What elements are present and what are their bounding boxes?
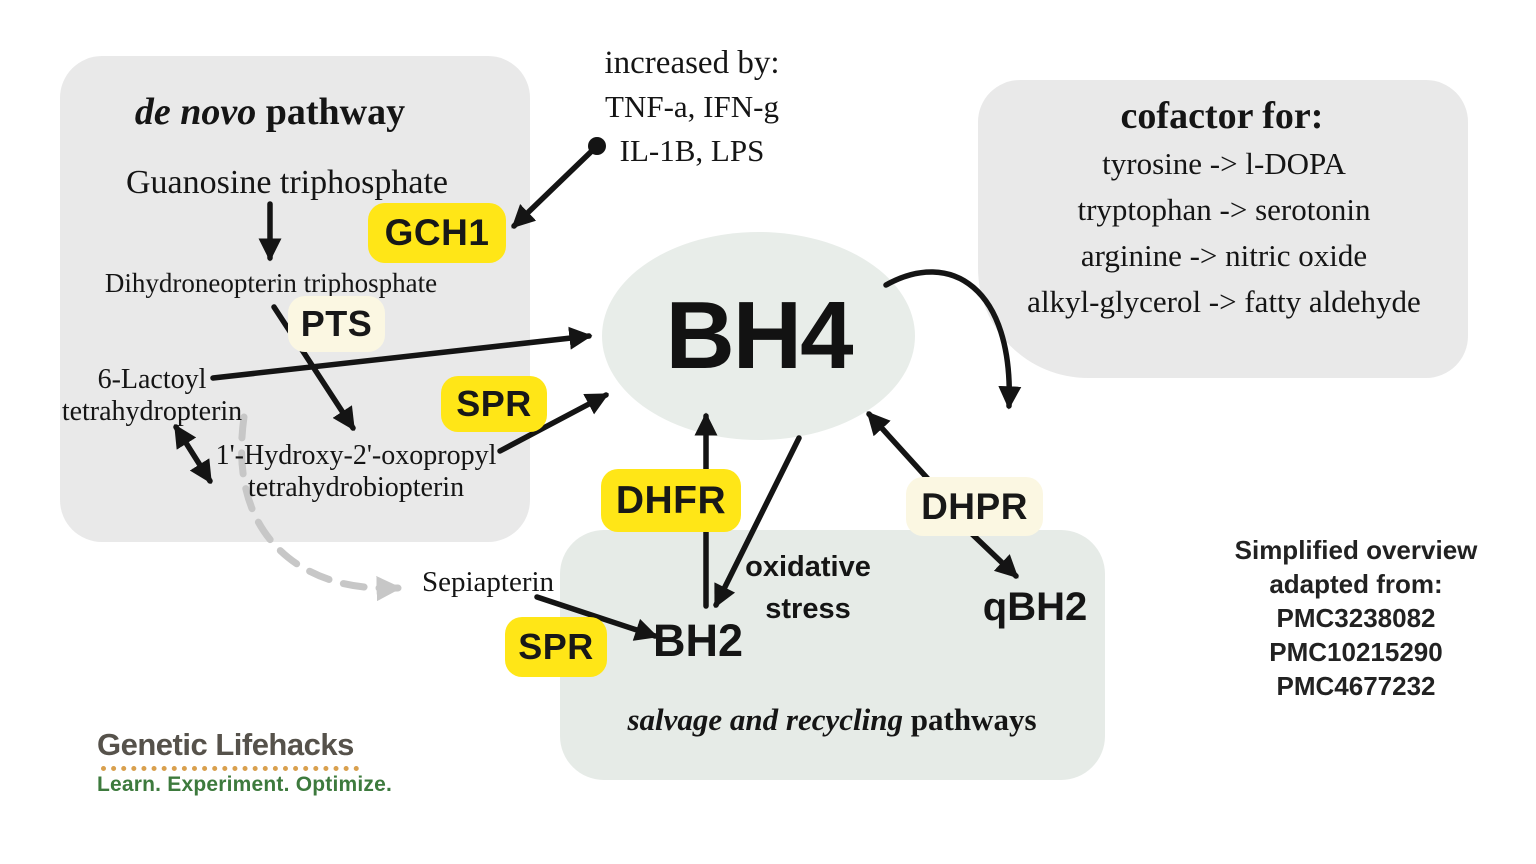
arrow-cytokines-to-gch1 — [511, 143, 600, 229]
arrow-denovo-to-sepiapterin-dashed — [238, 413, 402, 602]
increased-by-title: increased by: — [604, 45, 780, 81]
salvage-caption-rest: pathways — [903, 702, 1037, 737]
arrow-sepiapterin-to-bh2 — [534, 594, 659, 641]
node-guanosine: Guanosine triphosphate — [126, 164, 448, 201]
salvage-caption: salvage and recycling pathways — [627, 702, 1036, 738]
arrow-hydroxy-to-bh4 — [497, 392, 610, 454]
enzyme-dhpr-badge: DHPR — [906, 477, 1043, 536]
cofactor-line-tryptophan: tryptophan -> serotonin — [1077, 192, 1371, 227]
node-bh2: BH2 — [652, 615, 744, 666]
cofactor-panel — [978, 80, 1468, 378]
arrow-bh4-to-bh2-oxidative — [713, 435, 802, 609]
enzyme-pts-badge: PTS — [288, 296, 385, 352]
salvage-caption-em: salvage and recycling — [627, 702, 903, 737]
node-lactoyl: 6-Lactoyl tetrahydropterin — [62, 364, 242, 428]
source-note-line3: PMC3238082 — [1276, 603, 1436, 633]
node-lactoyl-line1: 6-Lactoyl — [97, 364, 207, 395]
enzyme-spr-lower-badge: SPR — [505, 617, 607, 677]
arrow-qbh2-to-bh4-dhpr — [866, 411, 931, 482]
source-note-line2: adapted from: — [1269, 569, 1443, 599]
de-novo-title-em: de novo — [134, 91, 257, 133]
enzyme-spr-upper-badge: SPR — [441, 376, 547, 432]
cofactor-lines: tyrosine -> l-DOPA tryptophan -> seroton… — [1027, 141, 1421, 325]
enzyme-gch1-badge: GCH1 — [368, 203, 506, 263]
enzyme-dhfr-badge: DHFR — [601, 469, 741, 532]
node-lactoyl-line2: tetrahydropterin — [61, 396, 243, 427]
increased-by-line1: TNF-a, IFN-g — [605, 89, 779, 124]
node-hydroxy-line1: 1'-Hydroxy-2'-oxopropyl — [215, 440, 497, 471]
cofactor-line-alkyl-glycerol: alkyl-glycerol -> fatty aldehyde — [1027, 284, 1421, 319]
arrow-bh4-cofactor-curve — [883, 269, 1022, 410]
arrow-lactoyl-to-bh4 — [210, 326, 593, 381]
increased-by-line2: IL-1B, LPS — [619, 133, 765, 168]
bh4-node: BH4 — [665, 282, 853, 389]
node-sepiapterin: Sepiapterin — [421, 566, 555, 598]
bh4-ellipse — [602, 232, 915, 440]
node-dihydroneopterin: Dihydroneopterin triphosphate — [104, 268, 438, 298]
source-note-line4: PMC10215290 — [1269, 637, 1443, 667]
cofactor-title: cofactor for: — [1120, 95, 1324, 137]
oxidative-line1: oxidative — [745, 551, 871, 583]
de-novo-title: de novo pathway — [135, 90, 405, 134]
increased-by-block: increased by: TNF-a, IFN-g IL-1B, LPS — [604, 41, 779, 173]
cofactor-line-arginine: arginine -> nitric oxide — [1080, 238, 1368, 273]
oxidative-line2: stress — [765, 593, 851, 625]
source-note: Simplified overview adapted from: PMC323… — [1235, 533, 1478, 703]
de-novo-title-rest: pathway — [256, 91, 406, 133]
source-note-line1: Simplified overview — [1234, 535, 1478, 565]
cofactor-line-tyrosine: tyrosine -> l-DOPA — [1102, 146, 1346, 181]
genetic-lifehacks-logo: Genetic Lifehacks Learn. Experiment. Opt… — [97, 727, 392, 797]
logo-title: Genetic Lifehacks — [97, 727, 354, 762]
arrow-dhpr-to-qbh2 — [969, 531, 1019, 579]
logo-dotted-divider — [101, 766, 359, 771]
arrow-lactoyl-hydroxy-double — [173, 424, 213, 484]
node-hydroxy-line2: tetrahydrobiopterin — [247, 472, 465, 503]
oxidative-stress-label: oxidative stress — [745, 546, 871, 630]
logo-tagline: Learn. Experiment. Optimize. — [97, 773, 393, 796]
source-note-line5: PMC4677232 — [1276, 671, 1436, 701]
node-qbh2: qBH2 — [982, 585, 1088, 629]
node-hydroxy-oxopropyl: 1'-Hydroxy-2'-oxopropyl tetrahydrobiopte… — [216, 440, 497, 504]
